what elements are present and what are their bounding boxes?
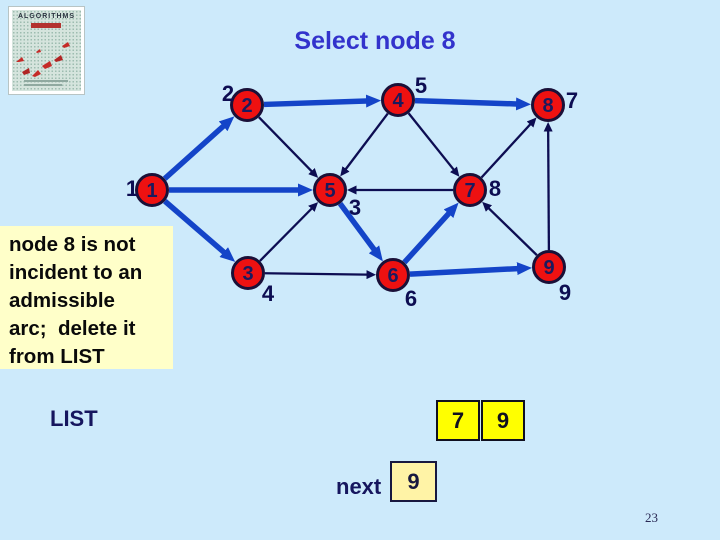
node-number: 1 — [146, 180, 157, 202]
graph-node-2: 2 — [230, 88, 264, 122]
node-number: 7 — [464, 180, 475, 202]
graph-node-5: 5 — [313, 173, 347, 207]
node-number: 3 — [242, 263, 253, 285]
list-item-box-7: 7 — [436, 400, 480, 441]
edge-arrow-6-to-7 — [402, 202, 459, 265]
next-value-box: 9 — [390, 461, 437, 502]
graph-node-3: 3 — [231, 256, 265, 290]
graph-node-9: 9 — [532, 250, 566, 284]
edge-arrow-9-to-8 — [543, 121, 553, 251]
node-number: 2 — [241, 95, 252, 117]
node-number: 5 — [324, 180, 335, 202]
bird-shapes-icon — [16, 42, 70, 77]
node-number: 9 — [543, 257, 554, 279]
edge-arrow-1-to-2 — [162, 116, 235, 181]
edge-arrow-4-to-8 — [414, 97, 532, 111]
page-number: 23 — [645, 510, 658, 525]
node-9-outside-label: 9 — [559, 280, 571, 305]
edge-arrow-3-to-5 — [259, 202, 319, 262]
node-number: 4 — [392, 90, 404, 112]
node-4-outside-label: 5 — [415, 73, 427, 98]
graph-node-1: 1 — [135, 173, 169, 207]
edge-arrow-5-to-6 — [337, 202, 383, 262]
book-cover-art: ALGORITHMS — [12, 10, 81, 91]
list-label: LIST — [50, 406, 98, 431]
list-item-box-9: 9 — [481, 400, 525, 441]
graph-node-6: 6 — [376, 258, 410, 292]
edge-arrow-3-to-6 — [264, 270, 377, 280]
book-author-line — [24, 80, 68, 82]
book-author-line — [24, 84, 62, 86]
edge-arrow-4-to-7 — [407, 112, 460, 177]
edge-arrow-1-to-3 — [163, 199, 236, 262]
edge-arrow-9-to-7 — [482, 201, 538, 256]
node-number: 6 — [387, 265, 398, 287]
edge-arrow-6-to-9 — [409, 262, 533, 277]
slide-title: Select node 8 — [294, 27, 456, 55]
node-7-outside-label: 8 — [489, 176, 501, 201]
node-3-outside-label: 4 — [262, 281, 275, 306]
note-box: node 8 is not incident to an admissible … — [0, 226, 173, 369]
graph-node-4: 4 — [381, 83, 415, 117]
edge-arrow-4-to-5 — [340, 112, 389, 177]
node-1-outside-label: 1 — [126, 176, 138, 201]
node-5-outside-label: 3 — [349, 195, 361, 220]
node-8-outside-label: 7 — [566, 88, 578, 113]
node-number: 8 — [542, 95, 553, 117]
book-banner — [31, 23, 61, 28]
book-title: ALGORITHMS — [17, 13, 76, 20]
edge-arrow-2-to-4 — [263, 94, 382, 108]
graph-node-8: 8 — [531, 88, 565, 122]
node-2-outside-label: 2 — [222, 81, 234, 106]
node-6-outside-label: 6 — [405, 286, 417, 311]
edge-arrow-7-to-8 — [480, 117, 537, 179]
edge-arrow-2-to-5 — [258, 116, 319, 178]
book-cover-image: ALGORITHMS — [8, 6, 85, 95]
graph-node-7: 7 — [453, 173, 487, 207]
next-label: next — [336, 474, 382, 499]
